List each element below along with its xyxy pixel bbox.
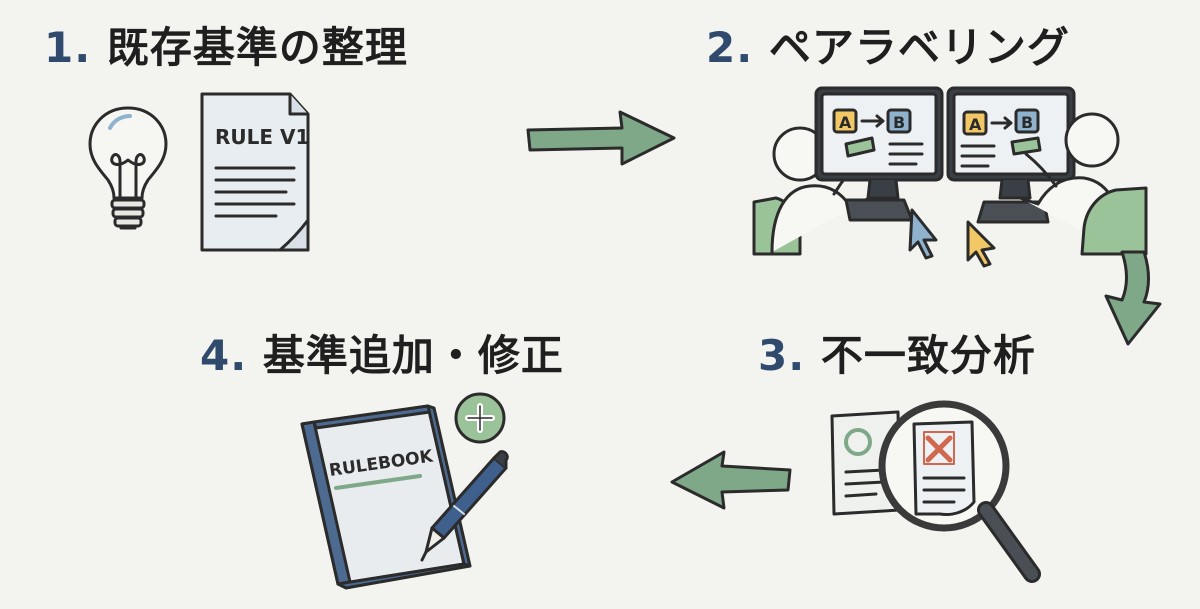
step-4-number: 4. [200, 331, 248, 380]
screen-a-label-left: A [839, 113, 852, 132]
step-4-illustration: RULEBOOK [300, 392, 509, 590]
arrow-icon [670, 450, 792, 510]
arrow-icon [526, 110, 676, 166]
step-3-illustration [830, 400, 1041, 583]
step-2-title: 2. ペアラベリング [706, 22, 1070, 74]
step-4-title: 4. 基準追加・修正 [200, 330, 564, 382]
rulebook-icon: RULEBOOK [300, 404, 472, 590]
step-1-illustration: RULE V1 [88, 92, 310, 252]
step-2-number: 2. [706, 23, 754, 72]
plus-badge-icon [454, 392, 506, 444]
screen-b-label-right: B [1021, 113, 1033, 132]
document-icon: RULE V1 [200, 92, 310, 252]
screen-a-label-right: A [969, 115, 982, 134]
step-2-label: ペアラベリング [768, 23, 1070, 72]
step-2-illustration: A B A B [752, 86, 1148, 268]
magnifier-icon [878, 400, 1041, 583]
screen-b-label-left: B [893, 113, 905, 132]
lightbulb-icon [88, 106, 168, 230]
step-3-number: 3. [758, 331, 806, 380]
step-1-title: 1. 既存基準の整理 [44, 22, 408, 74]
rule-doc-text: RULE V1 [215, 125, 309, 149]
step-3-label: 不一致分析 [820, 331, 1036, 380]
step-3-title: 3. 不一致分析 [758, 330, 1036, 382]
step-1-number: 1. [44, 23, 92, 72]
computer-workstation-icon: A B A B [752, 86, 1148, 268]
step-1-label: 既存基準の整理 [106, 23, 408, 72]
arrow-icon [1104, 250, 1162, 346]
pen-icon [420, 450, 509, 562]
step-4-label: 基準追加・修正 [262, 331, 564, 380]
